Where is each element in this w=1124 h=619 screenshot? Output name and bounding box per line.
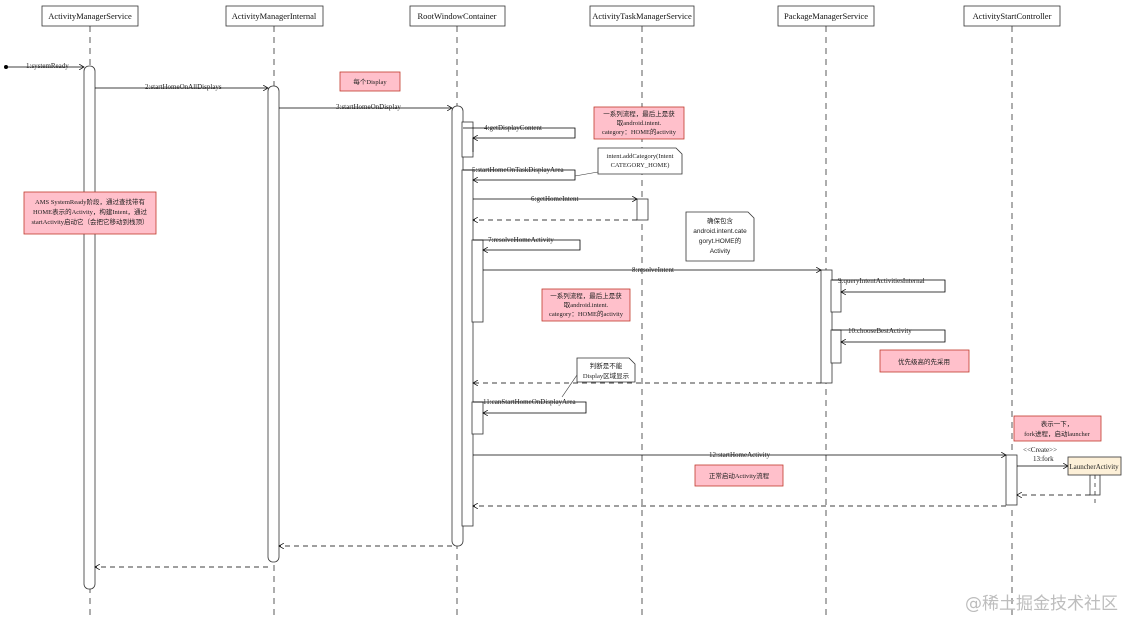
note-series-1: 一系列流程，最后上是获 取android.intent. category：HO… <box>593 106 685 140</box>
note-add-category: intent.addCategory(Intent CATEGORY_HOME) <box>574 147 683 177</box>
lifeline-header-rwc[interactable]: RootWindowContainer <box>409 5 506 27</box>
svg-text:RootWindowContainer: RootWindowContainer <box>418 11 497 21</box>
note-normal-start: 正常启动Activity流程 <box>694 464 784 487</box>
message-label-13: 13:fork <box>1033 455 1054 463</box>
svg-text:优先级高的先采用: 优先级高的先采用 <box>898 357 950 366</box>
svg-text:取android.intent.: 取android.intent. <box>617 119 662 127</box>
message-label-4: 4:getDisplayContent <box>484 124 542 132</box>
svg-text:startActivity启动它（会把它移动到栈顶）: startActivity启动它（会把它移动到栈顶） <box>32 217 149 226</box>
svg-text:goryt.HOME的: goryt.HOME的 <box>699 236 742 245</box>
svg-text:Display区域显示: Display区域显示 <box>583 371 630 380</box>
svg-text:AMS SystemReady阶段，通过查找带有: AMS SystemReady阶段，通过查找带有 <box>35 197 145 206</box>
created-object[interactable]: LauncherActivity <box>1067 456 1122 476</box>
lifeline-header-atms[interactable]: ActivityTaskManagerService <box>589 5 695 27</box>
note-ams-ready: AMS SystemReady阶段，通过查找带有 HOME表示的Activity… <box>23 191 157 235</box>
message-label-8: 8:resolveIntent <box>632 266 674 274</box>
message-label-11: 11:canStartHomeOnDisplayArea <box>483 398 577 406</box>
svg-text:LauncherActivity: LauncherActivity <box>1069 463 1119 471</box>
svg-text:Activity: Activity <box>710 248 731 255</box>
svg-text:PackageManagerService: PackageManagerService <box>784 11 868 21</box>
message-label-3: 3:startHomeOnDisplay <box>336 103 401 111</box>
message-arrows <box>6 67 1090 567</box>
svg-text:ActivityTaskManagerService: ActivityTaskManagerService <box>592 11 692 21</box>
svg-text:fork进程，启动launcher: fork进程，启动launcher <box>1024 429 1091 438</box>
svg-text:表示一下，: 表示一下， <box>1041 419 1074 428</box>
note-per-display: 每个Display <box>339 71 401 92</box>
svg-text:CATEGORY_HOME): CATEGORY_HOME) <box>611 162 670 169</box>
watermark: @稀土掘金技术社区 <box>965 594 1118 614</box>
svg-text:一系列流程，最后上是获: 一系列流程，最后上是获 <box>603 109 675 118</box>
note-judge-display: 判断是不能 Display区域显示 <box>561 357 636 398</box>
note-fork-launcher: 表示一下， fork进程，启动launcher <box>1013 415 1102 442</box>
svg-text:ActivityManagerService: ActivityManagerService <box>48 11 132 21</box>
svg-text:ActivityManagerInternal: ActivityManagerInternal <box>232 11 317 21</box>
message-label-1: 1:systemReady <box>26 62 69 70</box>
activation-bars <box>83 65 1101 590</box>
create-stereotype: <<Create>> <box>1023 446 1057 454</box>
svg-text:category：HOME的activity: category：HOME的activity <box>602 127 677 136</box>
note-confirm-home: 确保包含 android.intent.cate goryt.HOME的 Act… <box>685 211 755 262</box>
message-label-6: 6:getHomeIntent <box>531 195 578 203</box>
svg-text:intent.addCategory(Intent: intent.addCategory(Intent <box>607 153 674 160</box>
note-series-2: 一系列流程，最后上是获 取android.intent. category：HO… <box>541 288 631 322</box>
lifeline-header-pms[interactable]: PackageManagerService <box>777 5 875 27</box>
lifeline-header-ami[interactable]: ActivityManagerInternal <box>225 5 324 27</box>
svg-text:每个Display: 每个Display <box>353 77 387 86</box>
message-label-10: 10:chooseBestActivity <box>848 327 912 335</box>
svg-text:ActivityStartController: ActivityStartController <box>973 11 1052 21</box>
svg-text:HOME表示的Activity，构建Intent，通过: HOME表示的Activity，构建Intent，通过 <box>33 207 148 216</box>
message-label-9: 9:queryIntentActivitiesInternal <box>838 277 925 285</box>
svg-text:category：HOME的activity: category：HOME的activity <box>549 309 624 318</box>
svg-text:判断是不能: 判断是不能 <box>590 361 623 370</box>
lifelines <box>89 26 1013 618</box>
svg-text:android.intent.cate: android.intent.cate <box>693 228 747 235</box>
message-label-12: 12:startHomeActivity <box>709 451 771 459</box>
message-label-2: 2:startHomeOnAllDisplays <box>145 83 222 91</box>
note-priority: 优先级高的先采用 <box>879 349 970 373</box>
svg-text:确保包含: 确保包含 <box>707 216 734 225</box>
lifeline-header-asc[interactable]: ActivityStartController <box>963 5 1061 27</box>
lifeline-header-ams[interactable]: ActivityManagerService <box>41 5 139 27</box>
message-label-7: 7:resolveHomeActivity <box>488 236 554 244</box>
svg-text:一系列流程，最后上是获: 一系列流程，最后上是获 <box>550 291 622 300</box>
svg-text:正常启动Activity流程: 正常启动Activity流程 <box>709 471 770 480</box>
message-label-5: 5:startHomeOnTaskDisplayArea <box>472 166 565 174</box>
svg-text:取android.intent.: 取android.intent. <box>564 301 609 309</box>
